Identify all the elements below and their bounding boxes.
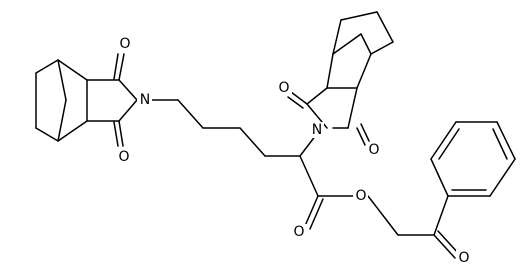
atom-n-left: N bbox=[137, 92, 152, 108]
bond bbox=[113, 121, 119, 147]
bond bbox=[299, 155, 319, 197]
bond bbox=[290, 91, 308, 105]
bond bbox=[430, 158, 449, 197]
bond bbox=[304, 195, 319, 227]
bond bbox=[356, 53, 372, 89]
bond bbox=[360, 123, 370, 142]
bond bbox=[118, 99, 138, 122]
bond bbox=[340, 11, 378, 21]
bond bbox=[438, 128, 460, 160]
bond bbox=[113, 53, 119, 80]
atom-n-right: N bbox=[309, 122, 324, 138]
atom-o-left-imide-bottom: O bbox=[117, 149, 132, 165]
bond bbox=[239, 127, 266, 157]
atom-label: O bbox=[293, 224, 304, 240]
bond bbox=[356, 127, 366, 146]
bond bbox=[118, 79, 138, 101]
atom-label: O bbox=[278, 80, 289, 96]
bond bbox=[57, 59, 67, 101]
bond bbox=[376, 11, 394, 43]
bond bbox=[347, 87, 358, 129]
bond bbox=[332, 19, 342, 55]
bond bbox=[35, 127, 59, 142]
atom-labels: O O O N O O N O bbox=[117, 36, 471, 266]
bond bbox=[433, 234, 456, 259]
bond bbox=[433, 195, 449, 236]
bond bbox=[489, 158, 516, 197]
bond bbox=[287, 96, 304, 109]
atom-o-right-imide-bottom: O bbox=[366, 142, 381, 158]
atom-o-ketone: O bbox=[456, 250, 471, 266]
atom-label: O bbox=[458, 250, 469, 266]
bond bbox=[492, 128, 508, 160]
atom-o-ester-carbonyl: O bbox=[292, 224, 307, 240]
atom-label: O bbox=[355, 188, 366, 204]
atom-o-ester: O bbox=[353, 188, 368, 204]
bond bbox=[299, 134, 317, 157]
atom-label: N bbox=[140, 92, 150, 108]
bond bbox=[430, 121, 457, 160]
atom-label: O bbox=[368, 142, 379, 158]
bond bbox=[177, 99, 204, 129]
bond bbox=[57, 120, 88, 142]
bond bbox=[306, 87, 328, 105]
bonds bbox=[35, 11, 516, 259]
bond bbox=[309, 198, 324, 230]
atom-label: O bbox=[119, 36, 130, 52]
atom-label: O bbox=[118, 149, 129, 165]
bond bbox=[332, 33, 362, 55]
bond bbox=[35, 59, 59, 74]
atom-o-left-imide-top: O bbox=[117, 36, 132, 52]
bond bbox=[118, 53, 125, 81]
bond bbox=[496, 121, 516, 160]
bond bbox=[437, 230, 460, 255]
atom-o-right-imide-top: O bbox=[277, 80, 292, 96]
bond bbox=[326, 53, 334, 89]
bond bbox=[360, 33, 372, 55]
bond bbox=[57, 59, 88, 81]
bond bbox=[57, 99, 67, 142]
bond bbox=[118, 120, 124, 147]
bond bbox=[370, 41, 394, 55]
bond bbox=[367, 195, 399, 236]
atom-label: N bbox=[312, 122, 322, 138]
